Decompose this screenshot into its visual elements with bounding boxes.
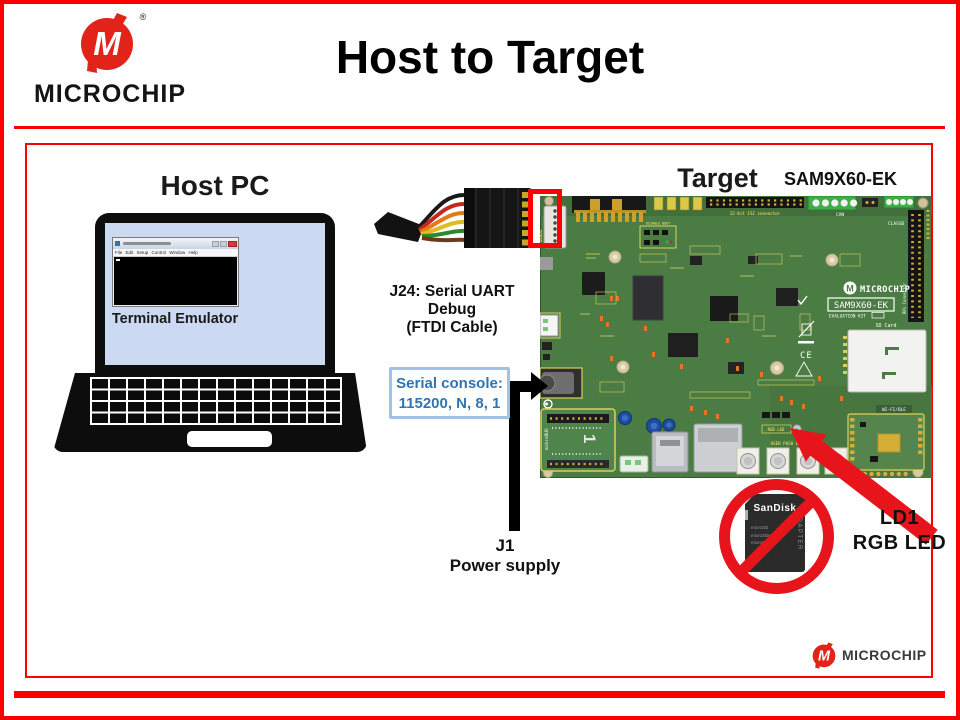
minimize-icon — [212, 240, 219, 247]
usb-device-port — [540, 312, 561, 339]
footer-microchip-logo-icon — [812, 642, 836, 669]
registered-mark: ® — [139, 12, 147, 22]
laptop-keyboard — [90, 377, 342, 425]
board-model-sub-text: EVALUATION KIT — [829, 314, 866, 320]
debug-silkscreen: DEBUG — [540, 229, 543, 242]
maximize-icon — [220, 240, 227, 247]
laptop-keyboard-deck — [53, 373, 367, 452]
left-component-2 — [543, 354, 550, 360]
mikrobus-index: 1 — [580, 434, 599, 443]
ld1-line1: LD1 — [879, 507, 920, 529]
rgb-led-silkscreen: RGB LED — [768, 427, 785, 432]
board-silkscreen-brand: M MICROCHIP SAM9X60-EK EVALUATION KIT — [827, 281, 910, 320]
certification-marks — [795, 295, 815, 377]
left-component — [542, 342, 552, 350]
terminal-console — [114, 257, 237, 305]
bottom-divider — [14, 691, 945, 698]
microchip-logo-icon: M — [80, 13, 133, 73]
isi-silkscreen: 12-bit ISI connector — [730, 211, 781, 216]
rpi-connector: RPi Connector — [902, 210, 924, 322]
serial-console-callout: Serial console: 115200, N, 8, 1 — [389, 367, 510, 419]
board-name-label: SAM9X60-EK — [783, 169, 898, 189]
j1-line1: J1 — [495, 536, 515, 555]
j24-highlight-box — [528, 189, 562, 248]
j24-line3: (FTDI Cable) — [406, 318, 498, 336]
j1-arrow-elbow — [509, 381, 533, 392]
ic-chips — [540, 256, 798, 374]
terminal-menubar: File Edit Setup Control Window Help — [113, 249, 238, 257]
microchip-logo-text: MICROCHIP — [33, 80, 187, 108]
terminal-title-text — [123, 242, 171, 245]
sam9x60-board-image: 12-bit ISI connector DEBUG RPi Connector… — [540, 196, 932, 478]
top-divider — [14, 126, 945, 129]
j1-arrow-head-icon — [531, 372, 548, 400]
ethernet-port — [693, 423, 743, 473]
sd-card-slot: SD Card — [843, 323, 927, 393]
host-pc-label: Host PC — [160, 170, 270, 201]
footer-microchip-logo-text: MICROCHIP — [842, 647, 927, 663]
close-icon — [228, 240, 237, 247]
ld1-arrow-icon — [790, 428, 938, 545]
disable-boot-silkscreen: DISABLE BOOT — [646, 222, 671, 226]
terminal-cursor — [116, 259, 120, 261]
terminal-emulator-window: File Edit Setup Control Window Help — [112, 237, 239, 307]
serial-console-line1: Serial console: — [396, 375, 503, 392]
usb-host-port — [651, 431, 689, 473]
sd-card-silkscreen: SD Card — [875, 323, 896, 329]
footer-microchip-logo: MICROCHIP — [810, 641, 927, 669]
rpi-silkscreen: RPi Connector — [902, 282, 907, 314]
serial-console-line2: 115200, N, 8, 1 — [398, 395, 501, 413]
board-model-text: SAM9X60-EK — [834, 301, 889, 311]
terminal-titlebar — [113, 238, 238, 249]
board-brand-text: MICROCHIP — [860, 285, 910, 295]
microchip-logo: M ® MICROCHIP — [28, 10, 192, 109]
j24-line2: Debug — [427, 300, 477, 318]
laptop-touchpad — [187, 431, 272, 447]
j1-arrow-shaft — [509, 381, 520, 531]
can-silkscreen: CAN — [836, 212, 844, 218]
capacitors — [618, 411, 676, 434]
j1-line2: Power supply — [449, 556, 561, 576]
power-jack-j1 — [540, 367, 583, 409]
micro-usb-port — [619, 455, 649, 473]
page-title: Host to Target — [335, 31, 645, 83]
j24-line1: J24: Serial UART — [389, 283, 515, 300]
silkscreen-outlines — [595, 245, 861, 399]
wifi-silkscreen: WI-FI/BLE — [882, 407, 906, 413]
top-connectors: 12-bit ISI connector — [572, 196, 930, 240]
prohibition-circle-icon — [719, 479, 834, 594]
ld1-line2: RGB LED — [852, 532, 947, 554]
boot-jumpers: DISABLE BOOT — [639, 222, 677, 249]
ld1-callout-label: LD1 RGB LED — [842, 506, 957, 556]
j24-cable-label: J24: Serial UART Debug (FTDI Cable) — [362, 283, 542, 336]
terminal-window-buttons — [212, 240, 237, 247]
mikrobus-silkscreen: mikroBUS — [544, 428, 550, 450]
user-buttons-silkscreen: USER PUSH BUTTONS — [771, 441, 814, 446]
j1-power-label: J1 Power supply — [425, 536, 585, 577]
target-label: Target — [677, 163, 758, 193]
wifi-module: WI-FI/BLE — [847, 405, 925, 477]
ftdi-cable-image — [374, 188, 532, 248]
ce-mark: CE — [800, 351, 813, 361]
terminal-emulator-caption: Terminal Emulator — [111, 311, 239, 327]
mikrobus-socket: mikroBUS 1 — [540, 408, 616, 472]
terminal-app-icon — [115, 241, 120, 246]
svg-text:M: M — [846, 284, 854, 294]
classd-silkscreen: CLASSD — [888, 221, 905, 227]
